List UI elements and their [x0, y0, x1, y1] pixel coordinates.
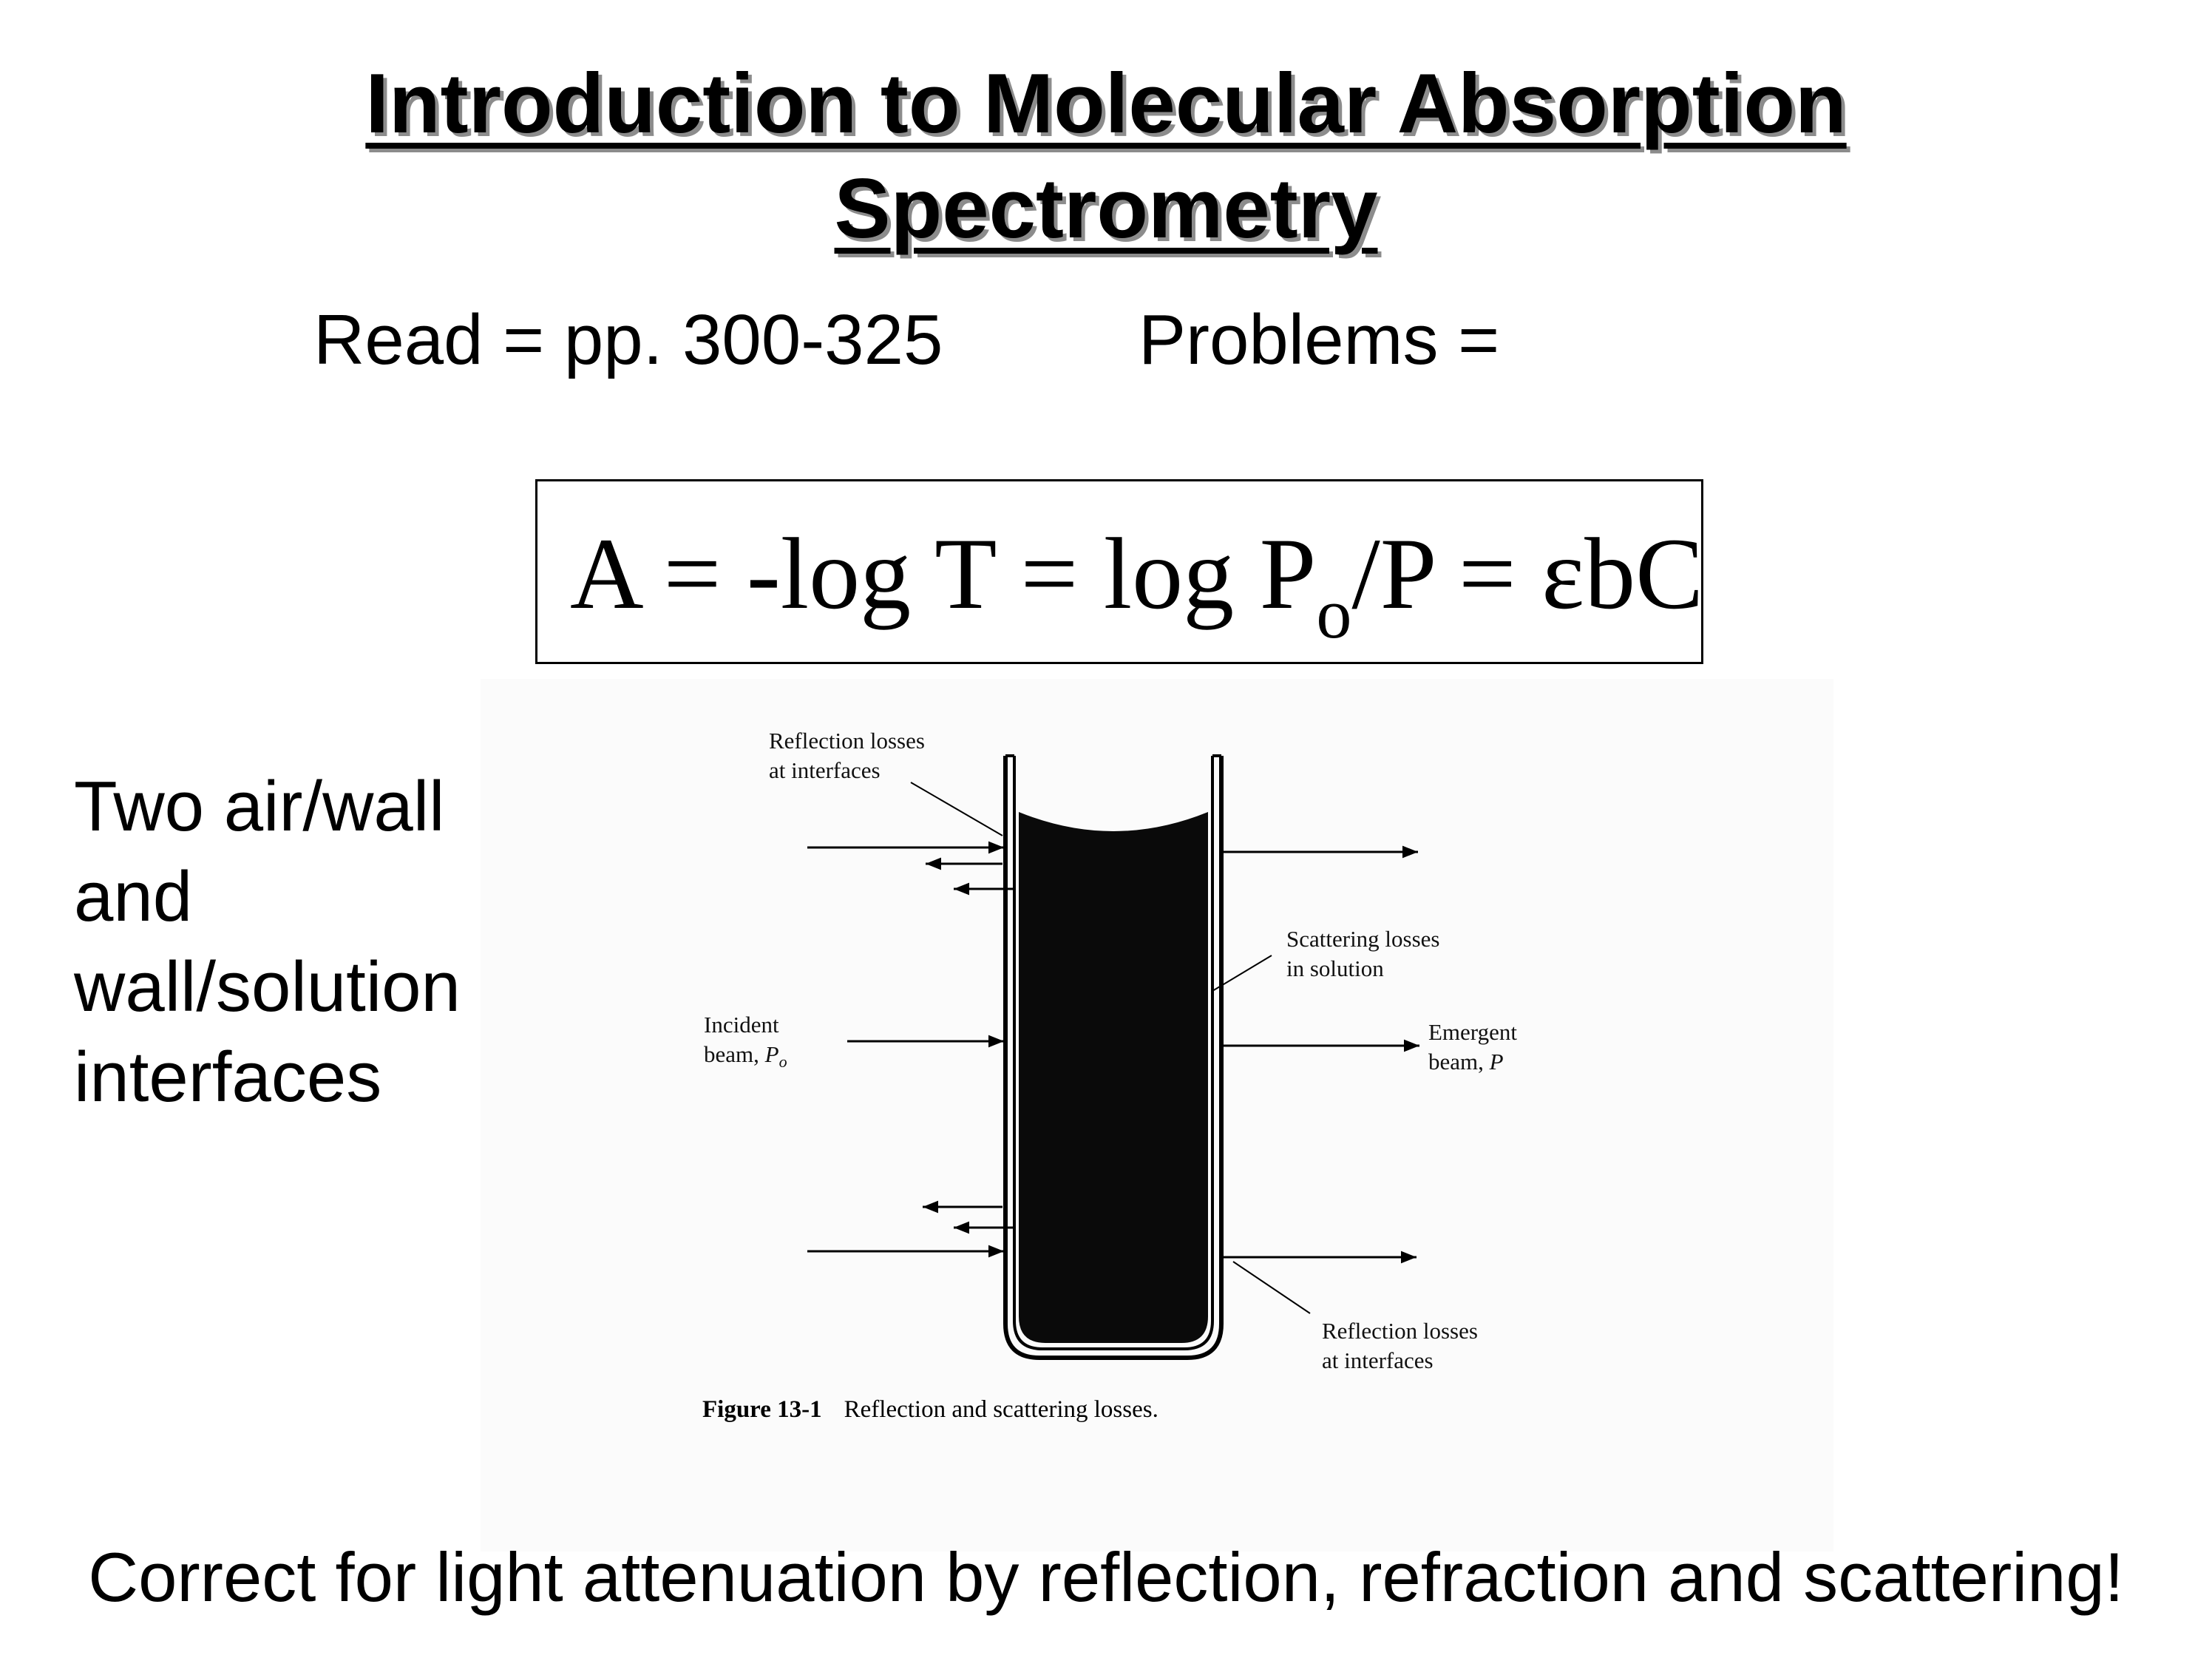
- title-line-1: Introduction to Molecular Absorption: [365, 57, 1847, 151]
- interfaces-note: Two air/wall and wall/solution interface…: [74, 762, 488, 1123]
- label-incident-line-2: beam, Po: [704, 1040, 787, 1077]
- label-reflection-bottom: Reflection losses at interfaces: [1322, 1316, 1478, 1376]
- interfaces-note-line-2: and: [74, 857, 193, 936]
- label-emergent-line-2: beam, P: [1428, 1047, 1517, 1077]
- problems-assignment: Problems =: [1139, 300, 1500, 379]
- page-title: Introduction to Molecular Absorption Spe…: [0, 52, 2212, 262]
- label-incident-subscript: o: [778, 1052, 787, 1072]
- leader-reflection-top: [910, 782, 1003, 836]
- figure-caption: Figure 13-1 Reflection and scattering los…: [702, 1396, 1158, 1424]
- label-incident-line-1: Incident: [704, 1012, 779, 1038]
- solution-fill: [1019, 812, 1208, 1343]
- label-emergent-beam: Emergent beam, P: [1428, 1018, 1517, 1077]
- title-line-2: Spectrometry: [834, 162, 1378, 256]
- interfaces-note-line-1: Two air/wall: [74, 767, 445, 846]
- label-emergent-symbol: P: [1489, 1049, 1504, 1075]
- label-emergent-line-1: Emergent: [1428, 1019, 1517, 1045]
- interfaces-note-line-3: wall/solution: [74, 947, 461, 1026]
- bottom-statement: Correct for light attenuation by reflect…: [88, 1538, 2124, 1616]
- label-scattering: Scattering losses in solution: [1286, 924, 1440, 984]
- label-reflection-top-line-1: Reflection losses: [769, 728, 925, 754]
- leader-scattering: [1212, 955, 1272, 992]
- label-reflection-bottom-line-1: Reflection losses: [1322, 1318, 1478, 1344]
- label-reflection-top: Reflection losses at interfaces: [769, 726, 925, 785]
- formula-part-2: /P = εbC: [1351, 517, 1704, 630]
- interfaces-note-line-4: interfaces: [74, 1038, 382, 1117]
- beer-lambert-formula: A = -log T = log Po/P = εbC: [535, 479, 1703, 664]
- formula-part-1: A = -log T = log P: [570, 517, 1317, 630]
- label-incident-symbol: P: [764, 1041, 779, 1067]
- label-scattering-line-1: Scattering losses: [1286, 926, 1440, 952]
- cuvette-wall: [1003, 756, 1224, 1360]
- leader-reflection-bottom: [1232, 1261, 1311, 1314]
- formula-subscript: o: [1316, 574, 1352, 653]
- figure-caption-number: Figure 13-1: [702, 1396, 822, 1423]
- figure-caption-text: Reflection and scattering losses.: [844, 1396, 1158, 1423]
- label-reflection-top-line-2: at interfaces: [769, 757, 881, 783]
- label-incident-beam: Incident beam, Po: [704, 1010, 787, 1077]
- label-incident-beam-text: beam,: [704, 1041, 765, 1067]
- label-reflection-bottom-line-2: at interfaces: [1322, 1347, 1434, 1373]
- reading-assignment: Read = pp. 300-325: [313, 300, 943, 379]
- cuvette-inner-wall: [1013, 756, 1214, 1350]
- label-emergent-beam-text: beam,: [1428, 1049, 1490, 1075]
- label-scattering-line-2: in solution: [1286, 955, 1384, 981]
